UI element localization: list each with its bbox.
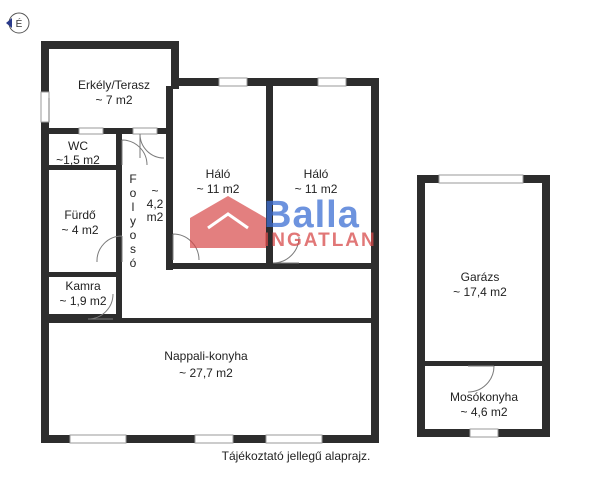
watermark-house-icon (190, 196, 266, 248)
room-area: ~ 7 m2 (95, 93, 133, 107)
room-halo-1: Háló ~ 11 m2 (197, 167, 240, 197)
room-name: Nappali-konyha (164, 349, 248, 363)
doors (48, 98, 495, 393)
room-garazs: Garázs ~ 17,4 m2 (453, 270, 507, 300)
room-name: Garázs (460, 270, 500, 284)
letter: o (129, 186, 137, 200)
room-name: Fürdő (64, 208, 96, 222)
room-folyoso-name: F o l y o s ó (127, 172, 139, 270)
room-nappali: Nappali-konyha ~ 27,7 m2 (164, 348, 247, 382)
room-kamra: Kamra ~ 1,9 m2 (59, 279, 106, 309)
room-area: ~ 11 m2 (294, 182, 338, 196)
room-wc: WC ~1,5 m2 (56, 139, 100, 167)
room-erkely: Erkély/Terasz ~ 7 m2 (78, 78, 150, 108)
north-arrow-icon: É (6, 12, 30, 34)
room-area: ~ 4,6 m2 (460, 405, 508, 419)
room-area: ~ 4 m2 (61, 223, 99, 237)
room-area: 4,2 (146, 197, 164, 211)
room-area: ~ 1,9 m2 (59, 294, 107, 308)
room-mosokonyha: Mosókonyha ~ 4,6 m2 (450, 390, 518, 420)
room-name: Erkély/Terasz (77, 78, 151, 92)
letter: y (130, 214, 136, 228)
room-area: ~ 27,7 m2 (179, 366, 233, 380)
room-name: Kamra (65, 279, 101, 293)
room-area: ~ 17,4 m2 (453, 285, 507, 299)
letter: ó (129, 256, 137, 270)
room-area: m2 (146, 210, 164, 224)
letter: s (130, 242, 136, 256)
letter: o (129, 228, 137, 242)
room-name: Mosókonyha (449, 390, 519, 404)
room-folyoso-area: ~ 4,2 m2 (147, 185, 164, 224)
room-name: WC (67, 139, 88, 153)
letter: F (129, 172, 137, 186)
interior-walls (41, 86, 371, 323)
plan-caption: Tájékoztató jellegű alaprajz. (221, 449, 371, 463)
room-name: Háló (205, 167, 231, 181)
room-halo-2: Háló ~ 11 m2 (295, 167, 338, 197)
compass: É (4, 10, 30, 36)
room-name: Háló (303, 167, 329, 181)
compass-letter: É (16, 17, 23, 30)
room-furdo: Fürdő ~ 4 m2 (61, 208, 98, 238)
letter: l (131, 200, 135, 214)
room-area: ~ 11 m2 (196, 182, 240, 196)
room-area: ~1,5 m2 (56, 153, 100, 167)
room-area: ~ (151, 184, 159, 198)
windows (40, 77, 524, 444)
